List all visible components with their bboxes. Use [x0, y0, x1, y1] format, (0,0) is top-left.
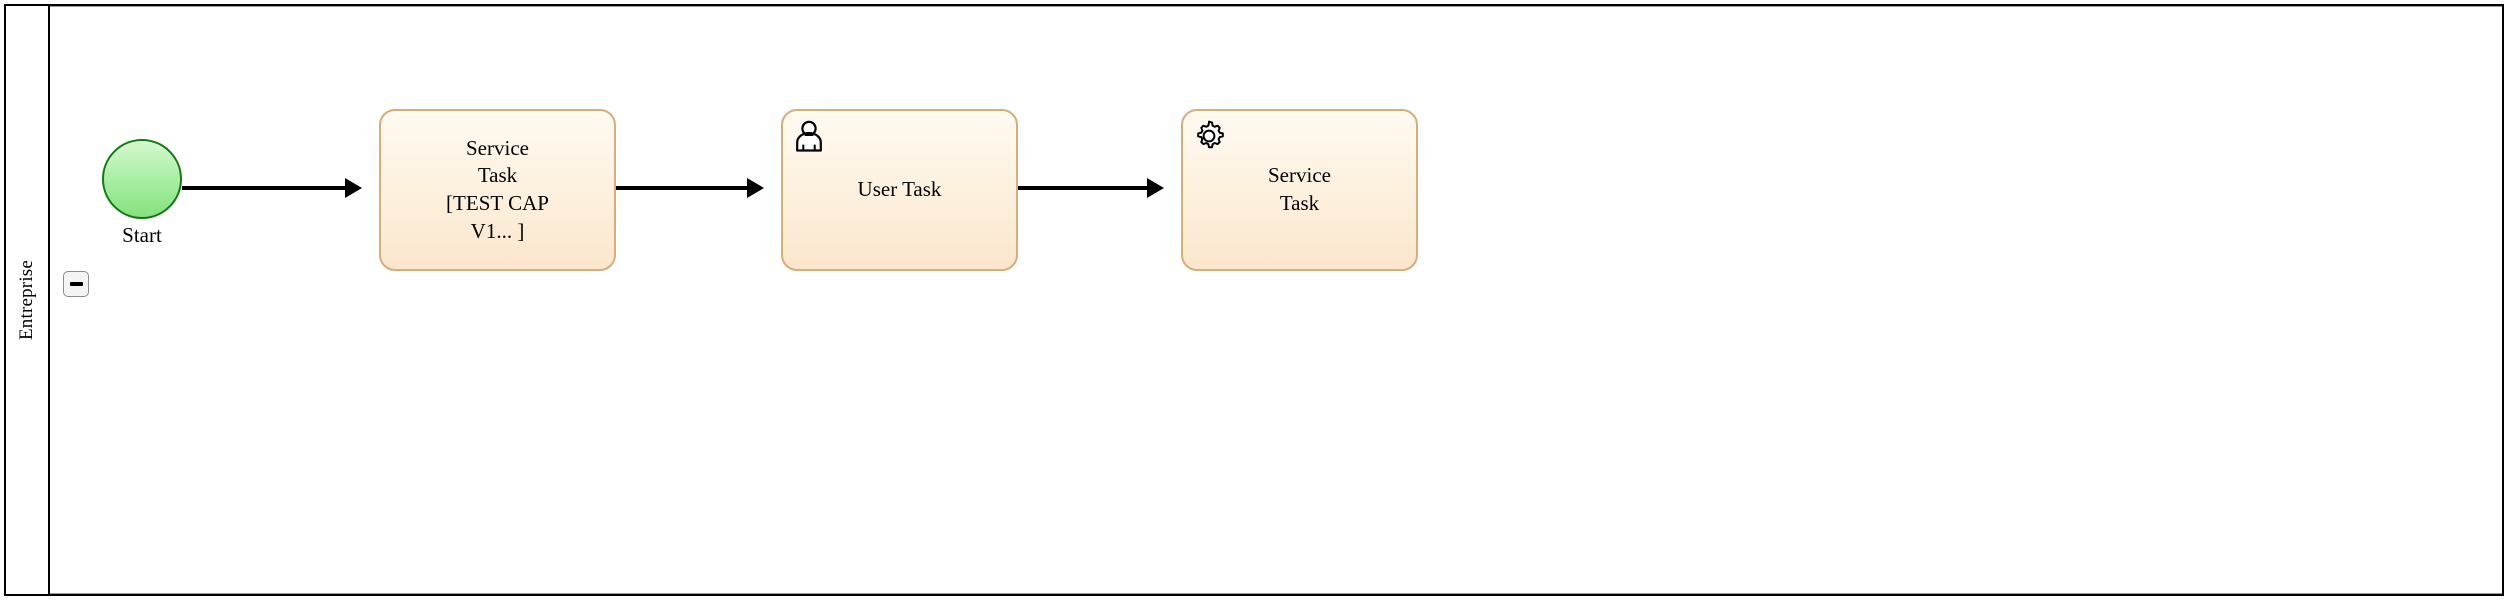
- sequence-flow-service-task-to-user-task[interactable]: [616, 186, 747, 190]
- task-service[interactable]: Service Task: [1181, 109, 1418, 271]
- task-label: User Task: [857, 177, 942, 202]
- sequence-flow-arrowhead: [345, 178, 362, 198]
- gear-icon: [1197, 120, 1224, 149]
- task-label: Service Task: [1268, 163, 1331, 215]
- minus-icon: [69, 282, 83, 286]
- user-icon: [796, 120, 822, 152]
- task-service-test-cap[interactable]: Service Task [TEST CAP V1... ]: [379, 109, 616, 271]
- start-event-label: Start: [122, 223, 162, 247]
- bpmn-pool[interactable]: Entreprise Start Service Task [TEST CAP …: [4, 4, 2504, 596]
- lane-body-canvas[interactable]: Start Service Task [TEST CAP V1... ] Use…: [50, 6, 2502, 594]
- collapse-lane-toggle[interactable]: [63, 271, 89, 297]
- sequence-flow-user-task-to-service-task[interactable]: [1018, 186, 1147, 190]
- lane-label-entreprise: Entreprise: [16, 259, 37, 341]
- task-label: Service Task [TEST CAP V1... ]: [446, 135, 549, 243]
- lane-header[interactable]: Entreprise: [6, 6, 50, 594]
- sequence-flow-start-to-service-task[interactable]: [182, 186, 345, 190]
- task-user[interactable]: User Task: [781, 109, 1018, 271]
- sequence-flow-arrowhead: [1147, 178, 1164, 198]
- start-event-node[interactable]: [102, 139, 182, 219]
- sequence-flow-arrowhead: [747, 178, 764, 198]
